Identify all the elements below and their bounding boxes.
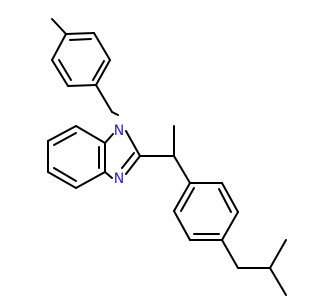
bond [47, 171, 77, 189]
bond [95, 59, 111, 86]
bond [47, 125, 77, 142]
bond [67, 84, 97, 87]
isobutylphenyl-ring [173, 182, 239, 241]
bond [93, 32, 111, 61]
bond [221, 211, 239, 241]
benzimidazole-core [47, 125, 141, 189]
double-bond [180, 187, 195, 212]
c2-n3-double-bond [121, 152, 135, 169]
double-bond [69, 38, 92, 41]
double-bond [218, 188, 232, 213]
benzylic-bond [95, 84, 113, 113]
tolyl-ring [51, 32, 111, 87]
n1-c2-bond [125, 130, 141, 157]
nitrogen-n1-label: N [114, 123, 124, 139]
bond [173, 182, 191, 212]
bond [173, 210, 191, 241]
molecule-structure-diagram: N N [47, 18, 287, 296]
ch2-n-bond [111, 111, 119, 116]
double-bond [53, 167, 77, 182]
bond [75, 171, 106, 189]
isobutyl-bond [269, 239, 287, 269]
isobutyl-bond [269, 267, 287, 296]
double-bond [92, 60, 105, 81]
double-bond [53, 132, 77, 146]
bond [65, 32, 95, 35]
n3-c3a-bond [104, 171, 113, 179]
nitrogen-n3-label: N [114, 171, 124, 187]
isobutyl-bond [221, 239, 239, 269]
bond [51, 33, 67, 61]
double-bond [58, 59, 72, 81]
c2-n3-double-bond [125, 155, 141, 175]
c7a-n1-bond [104, 133, 114, 144]
bond [75, 125, 106, 144]
bond [221, 182, 239, 213]
ch-aryl-bond [173, 155, 191, 184]
bond [51, 59, 69, 87]
methyl-bond [51, 18, 67, 35]
